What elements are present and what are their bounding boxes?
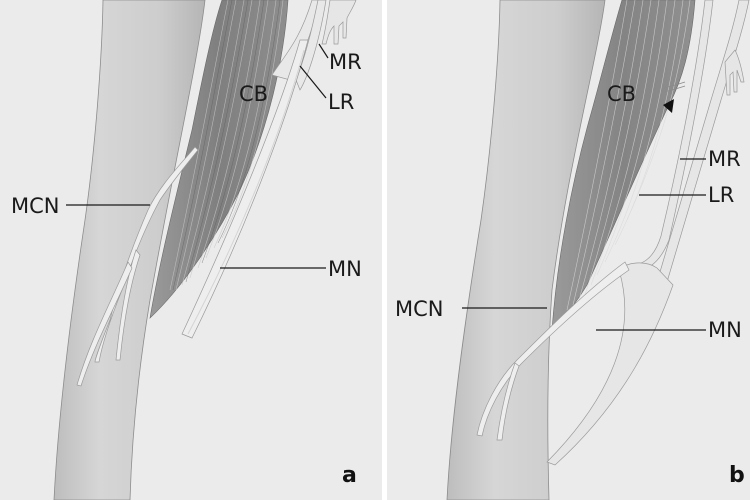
label-mr-b: MR (708, 147, 741, 171)
label-mn-b: MN (708, 318, 742, 342)
musculocutaneous-nerve-a (94, 146, 199, 363)
median-nerve-b (546, 262, 674, 466)
label-lr-b: LR (708, 183, 735, 207)
label-mcn-a: MCN (11, 194, 60, 218)
label-mn-a: MN (328, 257, 362, 281)
illustration-b (446, 0, 750, 500)
illustration-a (53, 0, 357, 500)
median-nerve-a (181, 39, 309, 339)
panel-a: CB MR LR MCN MN a (0, 0, 382, 500)
label-cb-b: CB (607, 82, 637, 106)
label-cb-a: CB (239, 82, 269, 106)
label-lr-a: LR (328, 90, 355, 114)
panel-letter-a: a (342, 463, 357, 488)
arrowhead-marker (663, 99, 674, 113)
leader-lines-a (66, 43, 329, 269)
leader-lines-b (462, 158, 706, 331)
panel-letter-b: b (729, 463, 745, 488)
label-mcn-b: MCN (395, 297, 444, 321)
musculocutaneous-nerve-b (476, 261, 630, 437)
medial-root-nerve-a (295, 0, 327, 91)
panel-b: CB MR LR MCN MN b (387, 0, 750, 500)
label-mr-a: MR (329, 50, 362, 74)
